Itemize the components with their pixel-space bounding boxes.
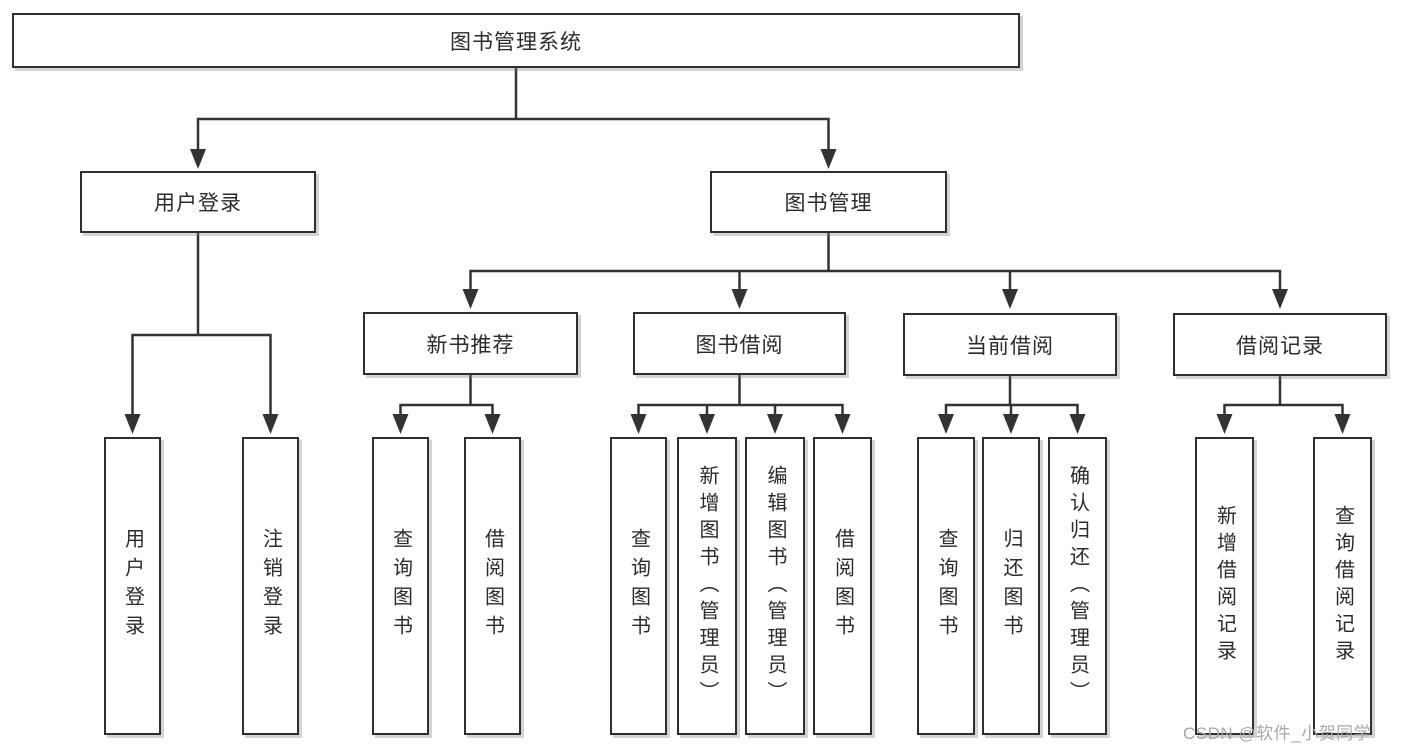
node-label: 图书管理: [784, 192, 873, 215]
leaf-logout: 注销登录: [242, 437, 299, 735]
node-label: 编辑图书（管理员）: [764, 464, 786, 708]
node-label: 借阅图书: [831, 528, 854, 644]
node-label: 确认归还（管理员）: [1066, 464, 1089, 708]
leaf-confirm-return-admin: 确认归还（管理员）: [1048, 437, 1107, 735]
node-book-borrow: 图书借阅: [633, 312, 846, 375]
node-label: 新书推荐: [426, 333, 515, 357]
node-label: 查询借阅记录: [1331, 505, 1354, 667]
node-label: 查询图书: [389, 528, 412, 644]
node-label: 注销登录: [259, 528, 282, 644]
node-label: 图书借阅: [695, 333, 784, 357]
node-label: 新增借阅记录: [1213, 505, 1236, 667]
node-label: 查询图书: [627, 528, 650, 644]
leaf-return-book: 归还图书: [982, 437, 1040, 735]
node-label: 借阅图书: [481, 528, 504, 644]
arrowheads: [124, 149, 1351, 434]
node-label: 查询图书: [935, 528, 957, 644]
node-label: 用户登录: [121, 528, 144, 644]
node-new-book-recommend: 新书推荐: [363, 312, 578, 375]
node-label: 图书管理系统: [450, 30, 582, 54]
leaf-borrow-books: 借阅图书: [813, 437, 872, 735]
node-label: 新增图书（管理员）: [696, 464, 718, 708]
node-library-management-system: 图书管理系统: [12, 13, 1020, 68]
leaf-query-books-recommend: 查询图书: [372, 437, 429, 735]
node-book-management: 图书管理: [710, 171, 947, 233]
leaf-query-borrow-record: 查询借阅记录: [1313, 437, 1372, 735]
node-label: 用户登录: [154, 192, 242, 215]
leaf-borrow-books-recommend: 借阅图书: [464, 437, 521, 735]
leaf-query-books-current: 查询图书: [917, 437, 975, 735]
node-label: 借阅记录: [1236, 334, 1324, 358]
node-label: 当前借阅: [966, 334, 1054, 358]
leaf-add-book-admin: 新增图书（管理员）: [677, 437, 737, 735]
node-user-login: 用户登录: [80, 171, 316, 233]
leaf-user-login: 用户登录: [104, 437, 161, 735]
leaf-edit-book-admin: 编辑图书（管理员）: [745, 437, 805, 735]
leaf-add-borrow-record: 新增借阅记录: [1195, 437, 1254, 735]
leaf-query-books-borrow: 查询图书: [610, 437, 667, 735]
node-label: 归还图书: [1000, 528, 1022, 644]
node-current-borrow: 当前借阅: [903, 313, 1117, 376]
csdn-watermark: CSDN @软件_小贺同学: [1183, 724, 1372, 743]
node-borrow-records: 借阅记录: [1173, 313, 1387, 376]
